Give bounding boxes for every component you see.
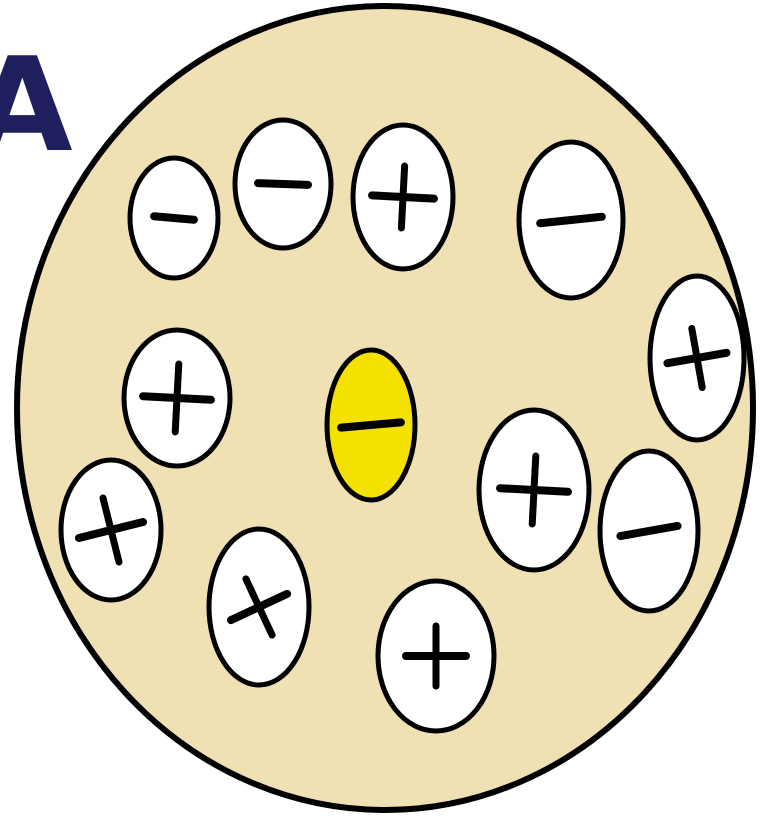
positive-charge-particle [353,125,453,269]
minus-sign-icon [341,422,401,427]
positive-charge-particle [650,276,744,440]
positive-charge-particle [61,460,161,600]
negative-charge-particle-highlighted [327,350,415,500]
minus-sign-icon [258,183,308,185]
positive-charge-particle [124,330,230,466]
negative-charge-particle [130,158,218,278]
positive-charge-particle [479,410,589,570]
negative-charge-particle [600,451,698,611]
negative-charge-particle [235,120,331,248]
positive-charge-particle [378,581,494,731]
positive-charge-particle [209,529,309,685]
negative-charge-particle [519,142,623,298]
corner-label: A [0,29,73,181]
minus-sign-icon [154,216,194,219]
